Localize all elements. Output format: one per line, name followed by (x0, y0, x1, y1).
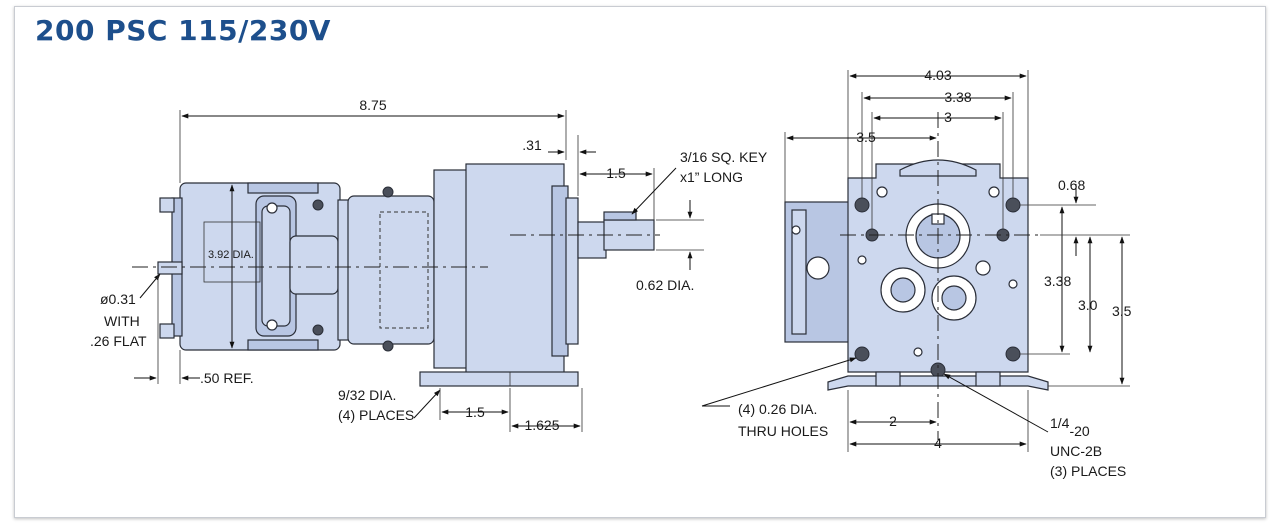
key-label-line2: x1” LONG (680, 169, 743, 185)
conduit-box (255, 195, 339, 337)
width-overall-label: 4.03 (924, 67, 951, 83)
side-view: 8.75 .31 1.5 3/16 SQ. KEY x1” LONG 3.92 … (90, 97, 768, 433)
ref-label: .50 REF. (200, 370, 254, 386)
base-half-label: 2 (889, 413, 897, 429)
shaft-key (603, 211, 637, 221)
front-view: 4.03 3.38 3 3.5 0.68 3.38 3.0 3.5 (701, 67, 1132, 479)
shaft-offset-label: .31 (522, 137, 542, 153)
base-full-label: 4 (934, 435, 942, 451)
thru-holes-line1: (4) 0.26 DIA. (738, 401, 817, 417)
top-offset-label: 0.68 (1058, 177, 1085, 193)
capacitor-housing (337, 186, 435, 352)
key-label-line1: 3/16 SQ. KEY (680, 149, 768, 165)
shaft-length-label: 1.5 (606, 165, 626, 181)
rear-shaft (157, 261, 183, 275)
foot-spacing-label: 1.5 (465, 404, 485, 420)
rear-shaft-line3: .26 FLAT (90, 333, 147, 349)
rear-shaft-line2: WITH (104, 313, 140, 329)
overall-length-label: 8.75 (359, 97, 386, 113)
tap-label-line3: (3) PLACES (1050, 463, 1126, 479)
height-mid-label: 3.38 (1044, 273, 1071, 289)
width-mid-label: 3.38 (944, 89, 971, 105)
mounting-foot (419, 371, 579, 387)
gearbox (433, 163, 607, 375)
foot-end-label: 1.625 (524, 417, 559, 433)
page-title: 200 PSC 115/230V (35, 14, 331, 47)
tap-label-line2: UNC-2B (1050, 443, 1102, 459)
motor-dia-label: 3.92 DIA. (208, 249, 254, 261)
rear-shaft-line1: ø0.31 (100, 291, 136, 307)
height-inner-label: 3.0 (1078, 297, 1098, 313)
tap-label-line1: 1/4-20 (1050, 415, 1090, 439)
side-offset-label: 3.5 (856, 129, 876, 145)
mount-holes-line2: (4) PLACES (338, 407, 414, 423)
shaft-dia-label: 0.62 DIA. (636, 277, 694, 293)
width-inner-label: 3 (944, 109, 952, 125)
thru-holes-line2: THRU HOLES (738, 423, 828, 439)
mount-holes-line1: 9/32 DIA. (338, 387, 396, 403)
height-overall-label: 3.5 (1112, 303, 1132, 319)
